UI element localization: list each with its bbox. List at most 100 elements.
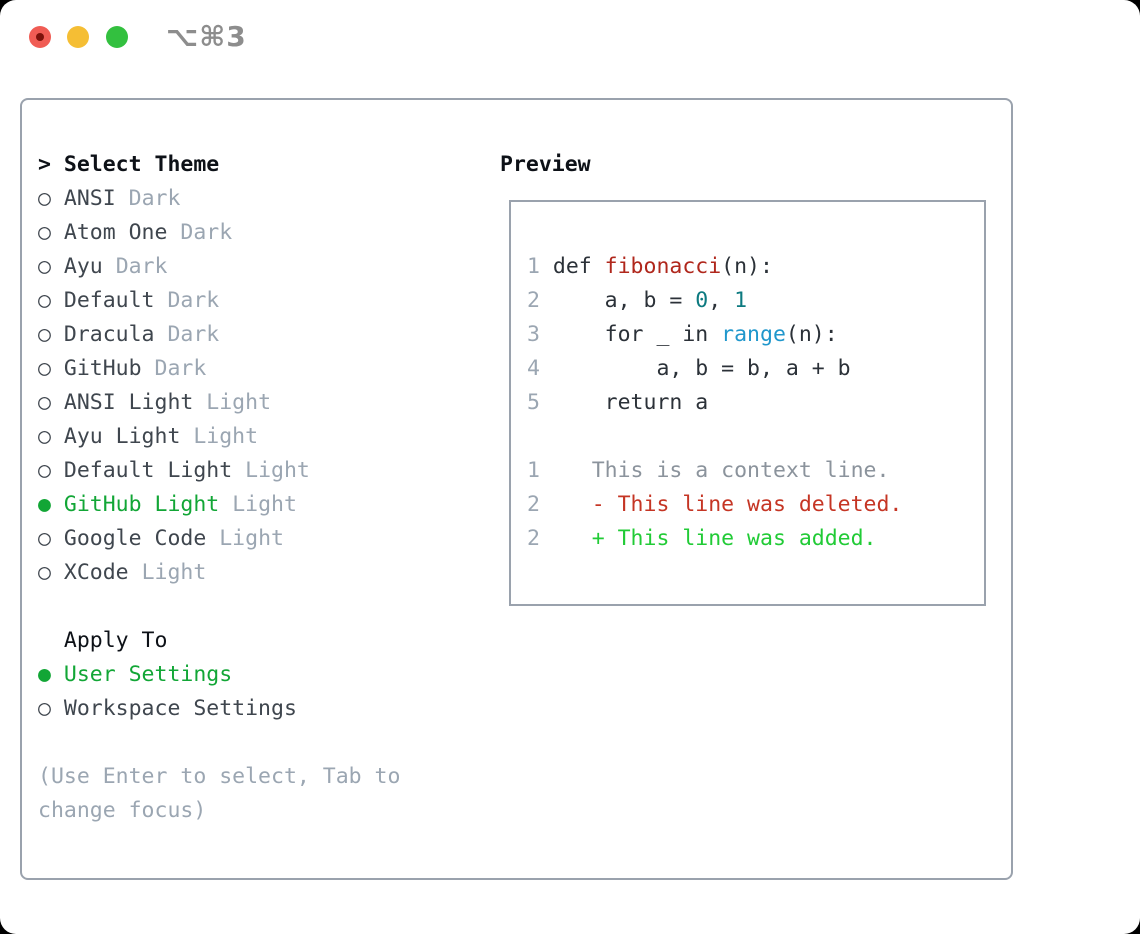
theme-option-ansi-light[interactable]: ○ ANSI Light Light xyxy=(38,386,413,420)
line-number: 5 xyxy=(527,390,553,415)
code-line: 2 - This line was deleted. xyxy=(527,488,984,522)
apply-to-indent xyxy=(38,628,64,653)
code-segment-code: (n): xyxy=(721,254,773,279)
line-number xyxy=(527,424,540,449)
theme-option-label: Default xyxy=(63,288,155,313)
apply-to-header: Apply To xyxy=(38,624,413,658)
code-line: 1 def fibonacci(n): xyxy=(527,250,984,284)
theme-variant-label: Dark xyxy=(180,220,233,245)
apply-option-user-settings[interactable]: ● User Settings xyxy=(38,658,413,692)
code-segment-added: + This line was added. xyxy=(552,526,877,551)
select-theme-header-label: Select Theme xyxy=(63,152,220,177)
theme-option-xcode[interactable]: ○ XCode Light xyxy=(38,556,413,590)
theme-variant-label: Light xyxy=(206,390,272,415)
code-line: 1 This is a context line. xyxy=(527,454,984,488)
theme-option-label: GitHub Light xyxy=(63,492,220,517)
radio-unselected-icon: ○ xyxy=(38,390,64,415)
code-line: 2 + This line was added. xyxy=(527,522,984,556)
code-segment-deleted: - This line was deleted. xyxy=(552,492,903,517)
radio-unselected-icon: ○ xyxy=(38,560,64,585)
theme-option-google-code[interactable]: ○ Google Code Light xyxy=(38,522,413,556)
theme-variant-label: Dark xyxy=(115,254,168,279)
radio-unselected-icon: ○ xyxy=(38,424,64,449)
theme-option-ansi[interactable]: ○ ANSI Dark xyxy=(38,182,413,216)
theme-variant-label: Light xyxy=(232,492,297,517)
radio-unselected-icon: ○ xyxy=(38,458,64,483)
select-theme-header: > Select Theme xyxy=(38,148,413,182)
theme-option-default[interactable]: ○ Default Dark xyxy=(38,284,413,318)
theme-option-label: ANSI Light xyxy=(63,390,194,415)
theme-variant-label: Dark xyxy=(154,356,207,381)
radio-selected-icon: ● xyxy=(38,662,64,687)
theme-option-label: GitHub xyxy=(63,356,142,381)
apply-to-header-label: Apply To xyxy=(63,628,168,653)
code-segment-builtin: range xyxy=(721,322,786,347)
code-segment-context: This is a context line. xyxy=(552,458,890,483)
code-segment-code: def xyxy=(552,254,605,279)
theme-list: ○ ANSI Dark○ Atom One Dark○ Ayu Dark○ De… xyxy=(38,182,413,590)
line-number: 4 xyxy=(527,356,553,381)
code-segment-code: return a xyxy=(552,390,709,415)
theme-selector-panel: > Select Theme ○ ANSI Dark○ Atom One Dar… xyxy=(20,98,1013,880)
theme-option-ayu[interactable]: ○ Ayu Dark xyxy=(38,250,413,284)
code-segment-code: a, b = xyxy=(552,288,696,313)
code-line: 3 for _ in range(n): xyxy=(527,318,984,352)
theme-option-ayu-light[interactable]: ○ Ayu Light Light xyxy=(38,420,413,454)
code-line: 2 a, b = 0, 1 xyxy=(527,284,984,318)
apply-to-list: ● User Settings○ Workspace Settings xyxy=(38,658,413,726)
line-number: 1 xyxy=(527,458,553,483)
radio-unselected-icon: ○ xyxy=(38,186,64,211)
theme-option-label: Ayu Light xyxy=(63,424,181,449)
theme-option-label: Default Light xyxy=(63,458,233,483)
theme-option-label: Ayu xyxy=(63,254,103,279)
theme-variant-label: Dark xyxy=(167,322,220,347)
code-segment-function: fibonacci xyxy=(604,254,722,279)
theme-variant-label: Light xyxy=(245,458,310,483)
spacer xyxy=(38,726,413,760)
close-button[interactable] xyxy=(29,26,51,48)
code-segment-code: for _ in xyxy=(552,322,722,347)
theme-option-default-light[interactable]: ○ Default Light Light xyxy=(38,454,413,488)
theme-option-dracula[interactable]: ○ Dracula Dark xyxy=(38,318,413,352)
theme-option-atom-one[interactable]: ○ Atom One Dark xyxy=(38,216,413,250)
theme-variant-label: Dark xyxy=(167,288,220,313)
theme-variant-label: Light xyxy=(193,424,259,449)
preview-header: Preview xyxy=(500,152,591,177)
code-line: 4 a, b = b, a + b xyxy=(527,352,984,386)
line-number: 1 xyxy=(527,254,553,279)
theme-option-label: Dracula xyxy=(63,322,155,347)
line-number: 2 xyxy=(527,492,553,517)
radio-unselected-icon: ○ xyxy=(38,288,64,313)
theme-option-github[interactable]: ○ GitHub Dark xyxy=(38,352,413,386)
apply-option-label: Workspace Settings xyxy=(63,696,297,721)
code-segment-code: (n): xyxy=(785,322,838,347)
minimize-button[interactable] xyxy=(67,26,89,48)
code-segment-number: 0 xyxy=(695,288,709,313)
line-number: 3 xyxy=(527,322,553,347)
theme-variant-label: Light xyxy=(141,560,207,585)
code-segment-code: a, b = b, a + b xyxy=(552,356,851,381)
theme-variant-label: Light xyxy=(219,526,284,551)
line-number: 2 xyxy=(527,288,553,313)
theme-option-github-light[interactable]: ● GitHub Light Light xyxy=(38,488,413,522)
theme-option-label: ANSI xyxy=(63,186,116,211)
code-line: 5 return a xyxy=(527,386,984,420)
radio-unselected-icon: ○ xyxy=(38,696,64,721)
radio-unselected-icon: ○ xyxy=(38,526,64,551)
apply-option-workspace-settings[interactable]: ○ Workspace Settings xyxy=(38,692,413,726)
radio-unselected-icon: ○ xyxy=(38,322,64,347)
code-segment-code: , xyxy=(708,288,735,313)
theme-list-column: > Select Theme ○ ANSI Dark○ Atom One Dar… xyxy=(38,148,413,828)
zoom-button[interactable] xyxy=(106,26,128,48)
line-number: 2 xyxy=(527,526,553,551)
theme-option-label: XCode xyxy=(63,560,129,585)
theme-variant-label: Dark xyxy=(128,186,181,211)
radio-unselected-icon: ○ xyxy=(38,220,64,245)
unsaved-dot-icon xyxy=(36,33,44,41)
window-title: ⌥⌘3 xyxy=(166,20,247,53)
theme-option-label: Google Code xyxy=(63,526,207,551)
keyboard-hint: (Use Enter to select, Tab to change focu… xyxy=(38,764,414,823)
